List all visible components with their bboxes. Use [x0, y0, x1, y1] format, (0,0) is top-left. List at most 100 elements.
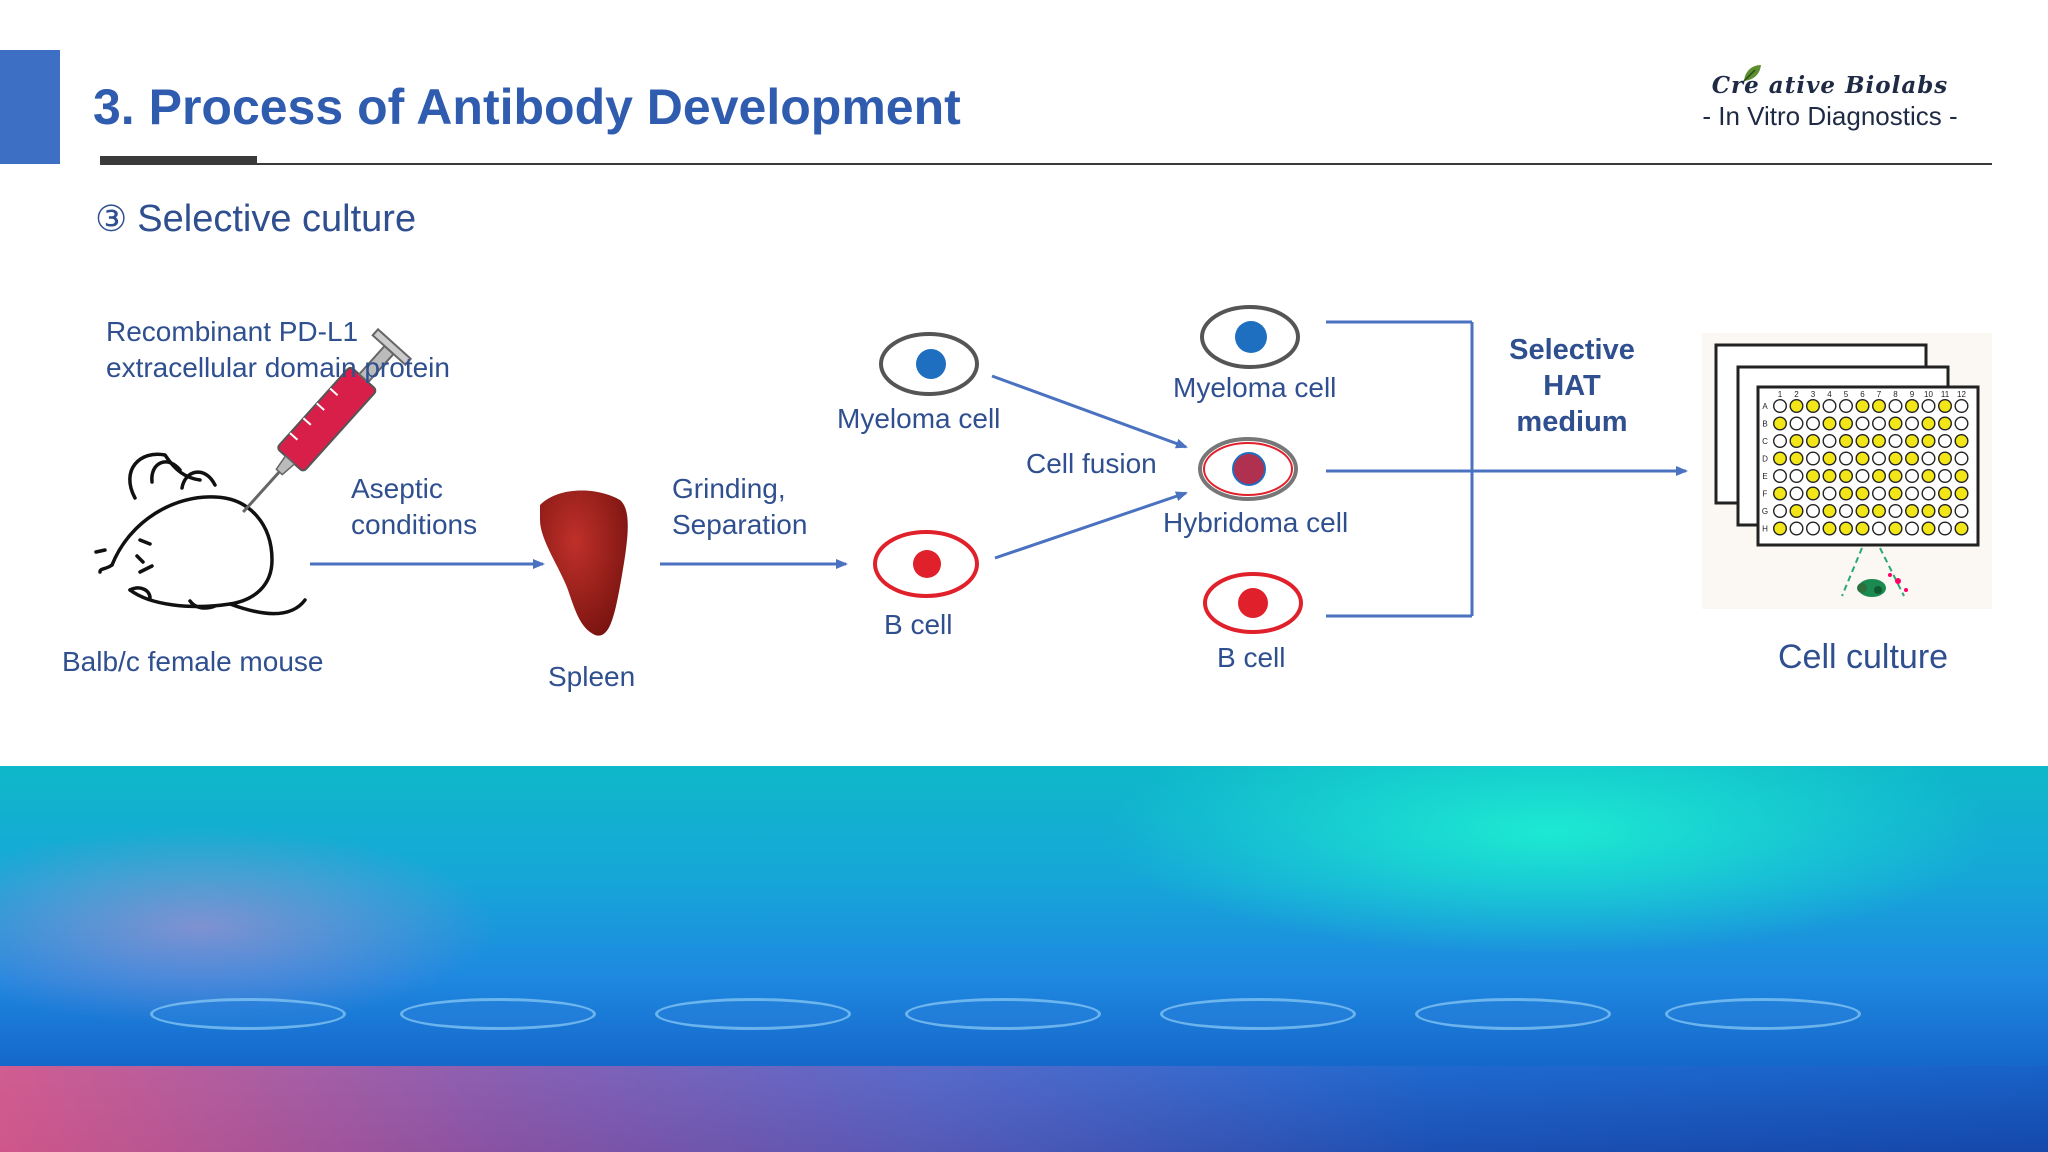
- b-cell-right: [1203, 572, 1303, 634]
- antigen-label: Recombinant PD-L1 extracellular domain p…: [106, 316, 450, 383]
- plate-well: [1855, 486, 1870, 501]
- plate-well: [1921, 469, 1936, 484]
- plate-column-number: 10: [1924, 390, 1933, 399]
- plate-well: [1888, 504, 1903, 519]
- arrow-bcell-to-hybridoma: [994, 491, 1188, 560]
- mouse-label: Balb/c female mouse: [62, 646, 324, 677]
- plate-well: [1855, 416, 1870, 431]
- plate-well: [1789, 416, 1804, 431]
- plate-well: [1921, 504, 1936, 519]
- plate-well: [1888, 469, 1903, 484]
- plate-well: [1871, 434, 1886, 449]
- plate-well: [1805, 451, 1820, 466]
- spleen-illustration: [540, 490, 628, 636]
- plate-well: [1772, 451, 1787, 466]
- plate-well: [1805, 399, 1820, 414]
- plate-well: [1954, 521, 1969, 536]
- myeloma-cell-right: [1200, 305, 1300, 369]
- myeloma-label-left: Myeloma cell: [837, 403, 1001, 434]
- plate-column-number: 6: [1860, 390, 1865, 399]
- bcell-label-left: B cell: [884, 609, 953, 640]
- plate-well: [1822, 469, 1837, 484]
- plate-row-letter: F: [1763, 490, 1768, 499]
- hat-medium-label: Selective HAT medium: [1509, 334, 1635, 438]
- plate-well: [1937, 521, 1952, 536]
- plate-well: [1838, 486, 1853, 501]
- plate-well: [1888, 416, 1903, 431]
- plate-row-letter: C: [1762, 437, 1768, 446]
- plate-well: [1822, 434, 1837, 449]
- plate-well: [1822, 416, 1837, 431]
- plate-well: [1937, 504, 1952, 519]
- spleen-label: Spleen: [548, 661, 636, 692]
- plate-column-number: 7: [1877, 390, 1882, 399]
- title-rule: [100, 163, 1992, 165]
- mouse-illustration: [94, 452, 307, 616]
- plate-well: [1855, 451, 1870, 466]
- plate-well: [1855, 434, 1870, 449]
- plate-well: [1805, 486, 1820, 501]
- plate-well: [1904, 521, 1919, 536]
- plate-well: [1904, 504, 1919, 519]
- plate-well: [1937, 434, 1952, 449]
- plate-row-letter: G: [1762, 507, 1768, 516]
- plate-column-number: 11: [1941, 390, 1950, 399]
- plate-well: [1822, 486, 1837, 501]
- plate-well: [1838, 416, 1853, 431]
- cell-fusion-label: Cell fusion: [1026, 448, 1157, 479]
- plate-well: [1921, 486, 1936, 501]
- plate-well: [1822, 451, 1837, 466]
- plate-well: [1838, 469, 1853, 484]
- plate-well: [1921, 434, 1936, 449]
- arrow-myeloma-to-hybridoma: [991, 374, 1188, 449]
- plate-well: [1772, 469, 1787, 484]
- plate-column-number: 8: [1893, 390, 1898, 399]
- myeloma-cell-left: [879, 332, 979, 396]
- slide-title: 3. Process of Antibody Development: [93, 79, 961, 135]
- plate-row-letter: B: [1762, 420, 1767, 429]
- plate-well: [1789, 521, 1804, 536]
- plate-well: [1805, 434, 1820, 449]
- plate-well: [1921, 399, 1936, 414]
- grinding-label: Grinding, Separation: [672, 473, 808, 540]
- plate-well: [1888, 451, 1903, 466]
- plate-well: [1937, 416, 1952, 431]
- plate-well: [1871, 504, 1886, 519]
- plate-well: [1937, 486, 1952, 501]
- well-plate-photo: [0, 766, 2048, 1152]
- plate-well: [1954, 416, 1969, 431]
- hybridoma-label: Hybridoma cell: [1163, 507, 1349, 538]
- plate-row-letter: H: [1762, 525, 1768, 534]
- plate-well: [1921, 521, 1936, 536]
- plate-well: [1789, 469, 1804, 484]
- plate-well: [1772, 399, 1787, 414]
- plate-well: [1838, 399, 1853, 414]
- myeloma-label-right: Myeloma cell: [1173, 372, 1337, 403]
- plate-well: [1822, 399, 1837, 414]
- plate-column-number: 12: [1957, 390, 1966, 399]
- plate-well: [1838, 451, 1853, 466]
- plate-well: [1888, 434, 1903, 449]
- bcell-label-right: B cell: [1217, 642, 1286, 673]
- plate-well: [1954, 451, 1969, 466]
- subtitle-number: ③: [95, 198, 128, 239]
- plate-well: [1805, 469, 1820, 484]
- plate-well: [1871, 416, 1886, 431]
- plate-well: [1789, 399, 1804, 414]
- plate-well: [1904, 469, 1919, 484]
- plate-well: [1789, 434, 1804, 449]
- title-rule-accent: [100, 156, 257, 164]
- plate-row-letter: D: [1762, 455, 1768, 464]
- hybridoma-cell: [1198, 437, 1298, 501]
- b-cell-left: [873, 530, 979, 598]
- plate-well: [1838, 434, 1853, 449]
- plate-well: [1772, 486, 1787, 501]
- plate-column-number: 9: [1910, 390, 1915, 399]
- logo-brand-name: Cre ative Biolabs: [1711, 72, 1949, 99]
- plate-well: [1904, 486, 1919, 501]
- plate-well: [1772, 434, 1787, 449]
- hat-selection-bracket: [1326, 320, 1474, 618]
